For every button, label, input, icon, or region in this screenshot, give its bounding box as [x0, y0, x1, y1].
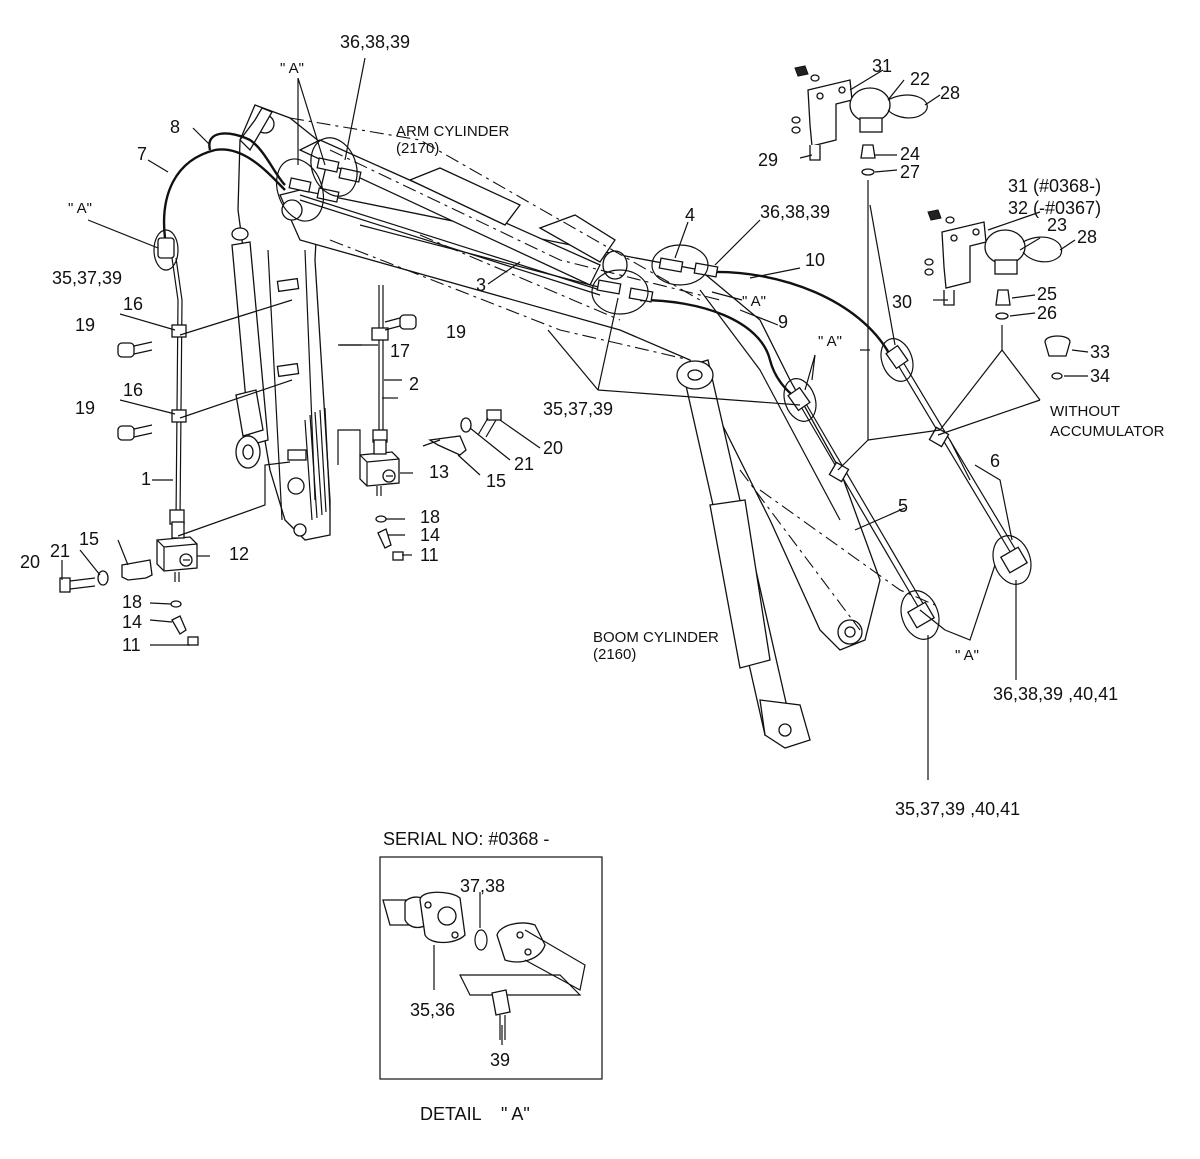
- accumulator-upper: [791, 65, 928, 176]
- boom-cylinder-label: BOOM CYLINDER: [593, 629, 719, 646]
- a-mark-right: " A": [818, 333, 842, 350]
- callout-27: 27: [900, 162, 920, 182]
- callout-33: 33: [1090, 342, 1110, 362]
- callout-5: 5: [898, 496, 908, 516]
- plug-11-a: [187, 636, 199, 646]
- leader-lines: [61, 57, 1089, 780]
- plug-11-b: [392, 551, 404, 561]
- callout-3: 3: [476, 275, 486, 295]
- a-mark-bottom: " A": [955, 647, 979, 664]
- callout-9: 9: [778, 312, 788, 332]
- callout-26: 26: [1037, 303, 1057, 323]
- callout-10: 10: [805, 250, 825, 270]
- text-labels: SERIAL NO: #0368 - DETAIL " A" ARM CYLIN…: [20, 32, 1165, 1124]
- plug-33: [1044, 335, 1071, 357]
- callout-21-b: 21: [514, 454, 534, 474]
- callout-14-b: 14: [420, 525, 440, 545]
- bolt-19-b: [117, 424, 153, 441]
- arm-cylinder-code: (2170): [396, 140, 439, 157]
- callout-group-36-38-39-right: 36,38,39: [760, 202, 830, 222]
- elbow-14-a: [171, 615, 187, 635]
- detail-callout-35-36: 35,36: [410, 1000, 455, 1020]
- callout-15-b: 15: [486, 471, 506, 491]
- callout-18-a: 18: [122, 592, 142, 612]
- callout-group-35-37-39-left: 35,37,39: [52, 268, 122, 288]
- callout-6: 6: [990, 451, 1000, 471]
- callout-11-b: 11: [420, 545, 439, 565]
- serial-no-label: SERIAL NO: #0368 -: [383, 829, 549, 849]
- callout-1: 1: [141, 469, 151, 489]
- accumulator-lower: [924, 209, 1063, 320]
- callout-12: 12: [229, 544, 249, 564]
- detail-a-title: DETAIL " A": [420, 1104, 530, 1124]
- o-ring-18-a: [170, 600, 182, 608]
- callout-23: 23: [1047, 215, 1067, 235]
- valve-block-13: [359, 439, 400, 496]
- callout-17: 17: [390, 341, 410, 361]
- a-mark-mid: " A": [742, 293, 766, 310]
- washer-21-a: [97, 570, 109, 586]
- bolt-20-b: [477, 409, 502, 438]
- callout-group-36-38-39-top: 36,38,39: [340, 32, 410, 52]
- callout-18-b: 18: [420, 507, 440, 527]
- callout-34: 34: [1090, 366, 1110, 386]
- callout-11-a: 11: [122, 635, 141, 655]
- callout-2: 2: [409, 374, 419, 394]
- bolt-20-a: [59, 577, 96, 593]
- callout-group-36-38-39-40-41: 36,38,39 ,40,41: [993, 684, 1118, 704]
- callout-29: 29: [758, 150, 778, 170]
- boom-assembly: [279, 117, 936, 749]
- callout-19-c: 19: [446, 322, 466, 342]
- callout-group-35-37-39-40-41: 35,37,39 ,40,41: [895, 799, 1020, 819]
- callout-31b: 31 (#0368-): [1008, 176, 1101, 196]
- callout-20-b: 20: [543, 438, 563, 458]
- callout-14-a: 14: [122, 612, 142, 632]
- callout-15-a: 15: [79, 529, 99, 549]
- callout-32: 32 (-#0367): [1008, 198, 1101, 218]
- bolt-19-a: [117, 341, 153, 358]
- arm-cylinder-label: ARM CYLINDER: [396, 123, 510, 140]
- elbow-14-b: [377, 528, 392, 549]
- detail-callout-39: 39: [490, 1050, 510, 1070]
- bracket-15-left: [121, 559, 153, 581]
- bracket-15-right: [428, 435, 467, 456]
- o-ring-18-b: [375, 515, 387, 523]
- o-ring-34: [1051, 372, 1063, 380]
- callout-4: 4: [685, 205, 695, 225]
- arm-assembly: [231, 104, 331, 541]
- valve-block-12: [156, 521, 198, 582]
- accumulator-label: ACCUMULATOR: [1050, 423, 1165, 440]
- boom-cylinder-code: (2160): [593, 646, 636, 663]
- callout-13: 13: [429, 462, 449, 482]
- callout-22: 22: [910, 69, 930, 89]
- callout-group-35-37-39-mid: 35,37,39: [543, 399, 613, 419]
- detail-callout-37-38: 37,38: [460, 876, 505, 896]
- hose-lines: [157, 132, 1029, 629]
- callout-28-b: 28: [1077, 227, 1097, 247]
- callout-19-a: 19: [75, 315, 95, 335]
- callout-28-a: 28: [940, 83, 960, 103]
- washer-21-b: [460, 417, 472, 433]
- callout-24: 24: [900, 144, 920, 164]
- callout-31: 31: [872, 56, 892, 76]
- callout-8: 8: [170, 117, 180, 137]
- callout-21-a: 21: [50, 541, 70, 561]
- callout-16-b: 16: [123, 380, 143, 400]
- a-mark-top: " A": [280, 60, 304, 77]
- callout-20-a: 20: [20, 552, 40, 572]
- callout-30: 30: [892, 292, 912, 312]
- detail-a-box: [379, 856, 603, 1080]
- a-mark-left: " A": [68, 200, 92, 217]
- without-label: WITHOUT: [1050, 403, 1120, 420]
- callout-16-a: 16: [123, 294, 143, 314]
- callout-7: 7: [137, 144, 147, 164]
- callout-25: 25: [1037, 284, 1057, 304]
- callout-19-b: 19: [75, 398, 95, 418]
- bolt-19-c: [384, 314, 417, 331]
